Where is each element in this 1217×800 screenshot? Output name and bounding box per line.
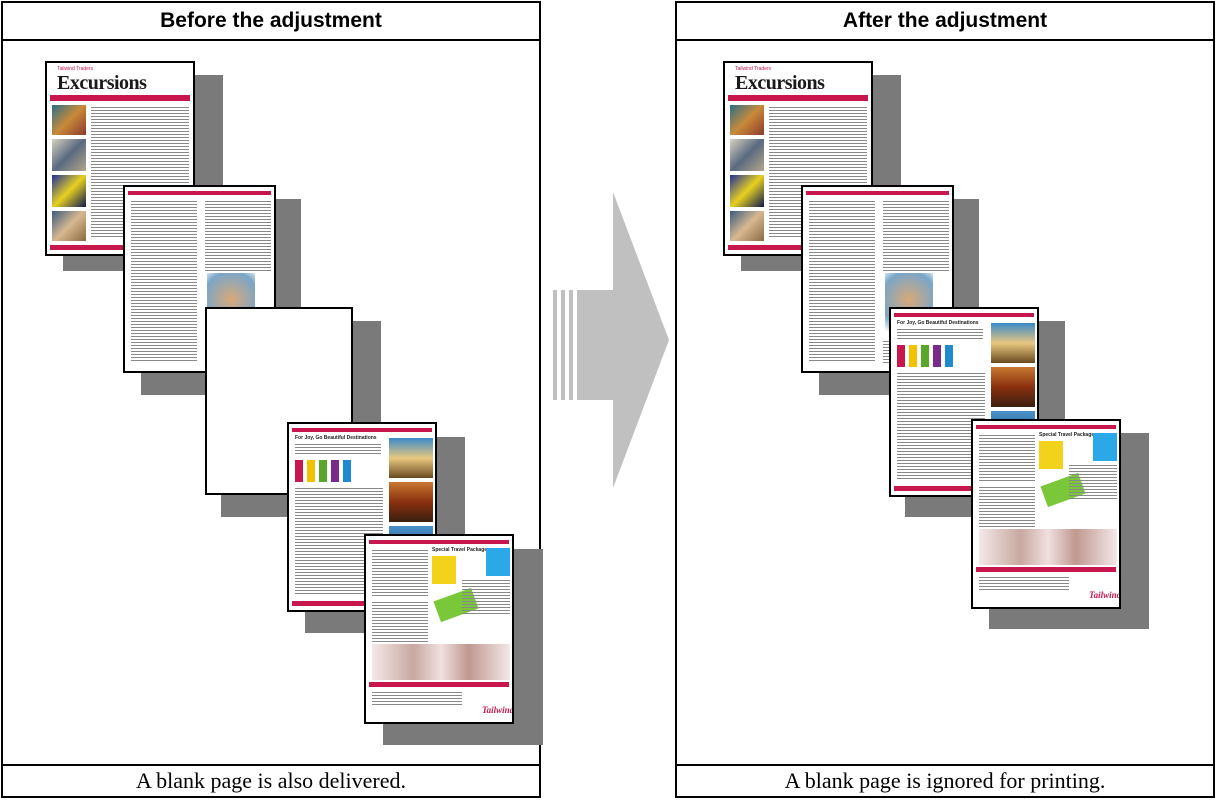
tailwind-logo: Tailwind — [1089, 590, 1121, 600]
photo-couple — [730, 211, 764, 241]
photo-boat — [730, 105, 764, 135]
transition-arrow-icon — [553, 190, 673, 490]
map-nevada — [432, 556, 456, 584]
photo-couple — [52, 211, 86, 241]
cover-brand: Tailwind Traders — [57, 66, 94, 72]
after-panel: After the adjustment Tailwind Traders Ex… — [675, 1, 1215, 798]
cover-title: Excursions — [57, 72, 147, 94]
before-panel: Before the adjustment Tailwind Traders E… — [1, 1, 543, 798]
map-florida — [1093, 433, 1117, 461]
photo-resort — [389, 438, 433, 478]
tailwind-logo: Tailwind — [482, 705, 514, 715]
page4-heading: Special Travel Packages — [1039, 432, 1097, 438]
photo-tent — [991, 367, 1035, 407]
photo-spa — [979, 529, 1117, 565]
cover-title: Excursions — [735, 72, 825, 94]
photo-diver — [730, 175, 764, 207]
map-florida — [486, 548, 510, 576]
photo-diver — [52, 175, 86, 207]
page4-heading: Special Travel Packages — [432, 547, 490, 553]
photo-spa — [372, 644, 510, 680]
photo-tent — [389, 482, 433, 522]
packages-page-thumbnail: Special Travel Packages Tailwind — [971, 419, 1121, 609]
photo-boat — [52, 105, 86, 135]
after-panel-caption: A blank page is ignored for printing. — [677, 764, 1213, 796]
page3-heading: For Joy, Go Beautiful Destinations — [897, 320, 979, 326]
page3-heading: For Joy, Go Beautiful Destinations — [295, 435, 377, 441]
photo-resort — [991, 323, 1035, 363]
destinations-page-thumbnail: For Joy, Go Beautiful Destinations — [287, 422, 437, 612]
photo-people — [52, 139, 86, 171]
cover-brand: Tailwind Traders — [735, 66, 772, 72]
photo-people — [730, 139, 764, 171]
packages-page-thumbnail: Special Travel Packages Tailwind — [364, 534, 514, 724]
map-nevada — [1039, 441, 1063, 469]
article-page-thumbnail — [123, 185, 276, 373]
before-panel-title: Before the adjustment — [3, 3, 539, 41]
after-panel-title: After the adjustment — [677, 3, 1213, 41]
before-panel-caption: A blank page is also delivered. — [3, 764, 539, 796]
